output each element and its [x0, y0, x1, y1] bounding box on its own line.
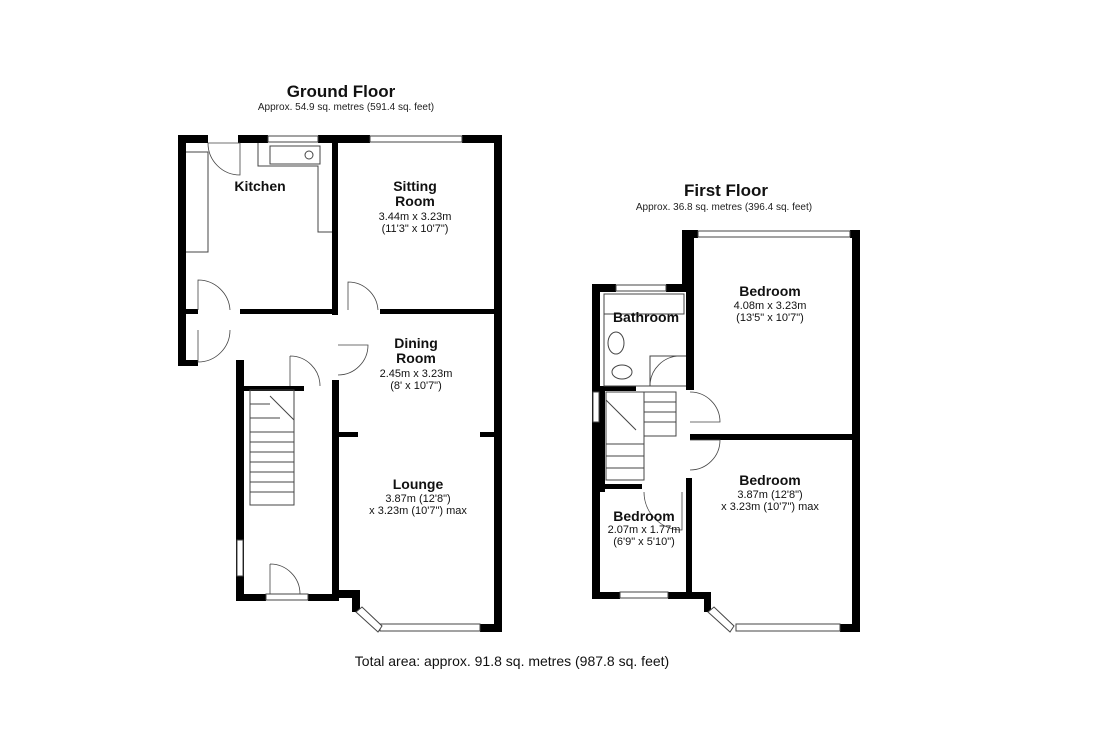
- wall: [592, 592, 620, 599]
- wall: [178, 360, 198, 366]
- lounge-dim-line2: x 3.23m (10'7") max: [369, 505, 467, 517]
- sitting-room-dim-metric: 3.44m x 3.23m: [379, 211, 452, 223]
- first-floor-area: Approx. 36.8 sq. metres (396.4 sq. feet): [636, 202, 812, 213]
- wall: [462, 135, 502, 143]
- bathroom-label: Bathroom: [613, 309, 679, 325]
- ground-floor-area: Approx. 54.9 sq. metres (591.4 sq. feet): [258, 102, 434, 113]
- first-floor-title: First Floor: [684, 181, 768, 200]
- window: [236, 539, 244, 577]
- bath-icon: [603, 293, 685, 315]
- wall: [240, 309, 338, 314]
- dining-room-dim-imperial: (8' x 10'7"): [390, 380, 442, 392]
- door-icon: [347, 281, 379, 311]
- wall: [852, 230, 860, 632]
- door-icon: [197, 279, 231, 311]
- door-icon: [689, 439, 721, 471]
- sink-icon: [269, 145, 321, 165]
- window: [355, 606, 383, 633]
- window: [615, 284, 667, 292]
- bathroom-partition: [603, 314, 686, 387]
- wall: [600, 386, 605, 492]
- window: [369, 135, 463, 143]
- first-floor-plan: [592, 230, 860, 633]
- door-icon: [689, 391, 721, 423]
- ground-floor-title: Ground Floor: [287, 82, 396, 101]
- total-area-caption: Total area: approx. 91.8 sq. metres (987…: [355, 653, 669, 669]
- wall: [480, 624, 502, 632]
- wall: [592, 284, 616, 292]
- bedroom-rear-dim-line2: x 3.23m (10'7") max: [721, 501, 819, 513]
- wall: [332, 380, 339, 601]
- wall: [592, 284, 600, 598]
- window: [735, 623, 841, 632]
- wall: [494, 135, 502, 632]
- window: [267, 135, 319, 143]
- bedroom-front-dim-metric: 4.08m x 3.23m: [734, 300, 807, 312]
- door-icon: [643, 491, 683, 531]
- lounge-label: Lounge: [393, 476, 444, 492]
- wall: [186, 309, 198, 314]
- dining-room-dim-metric: 2.45m x 3.23m: [380, 368, 453, 380]
- wall: [600, 386, 636, 391]
- sitting-room-label-line2: Room: [395, 193, 435, 209]
- kitchen-label: Kitchen: [234, 178, 285, 194]
- wall: [332, 590, 360, 598]
- wall: [238, 135, 268, 143]
- wall: [666, 284, 690, 292]
- wall: [332, 135, 338, 315]
- window: [697, 230, 851, 238]
- bedroom-small-label: Bedroom: [613, 508, 674, 524]
- wall: [690, 434, 860, 440]
- worktop: [257, 143, 332, 233]
- window: [707, 606, 735, 633]
- window: [619, 591, 669, 599]
- sink-bowl-icon: [304, 150, 314, 160]
- door-icon: [649, 355, 681, 387]
- bedroom-small-dim-imperial: (6'9" x 5'10"): [613, 536, 675, 548]
- sitting-room-label-line1: Sitting: [393, 178, 437, 194]
- lounge-dim-line1: 3.87m (12'8"): [385, 493, 450, 505]
- door-icon: [207, 142, 241, 176]
- door-icon: [269, 563, 301, 595]
- bedroom-small-dim-metric: 2.07m x 1.77m: [608, 524, 681, 536]
- bedroom-front-dim-imperial: (13'5" x 10'7"): [736, 312, 804, 324]
- bedroom-rear-dim-line1: 3.87m (12'8"): [737, 489, 802, 501]
- wall: [704, 592, 711, 612]
- door-icon: [289, 355, 321, 387]
- wall: [840, 624, 860, 632]
- basin-icon: [607, 331, 625, 355]
- wall: [318, 135, 370, 143]
- wall: [480, 432, 496, 437]
- dining-room-label-line1: Dining: [394, 335, 438, 351]
- wall: [178, 135, 208, 143]
- staircase-icon: [249, 389, 295, 506]
- wall: [686, 230, 694, 390]
- door-icon: [337, 344, 369, 376]
- wall: [338, 432, 358, 437]
- door-icon: [197, 329, 231, 363]
- staircase-icon: [605, 391, 677, 481]
- wall: [236, 594, 266, 601]
- wall: [178, 135, 186, 366]
- wall: [380, 309, 502, 314]
- window: [592, 391, 600, 423]
- wall: [686, 478, 692, 596]
- worktop: [186, 151, 209, 253]
- sitting-room-dim-imperial: (11'3" x 10'7"): [382, 223, 449, 235]
- dining-room-label-line2: Room: [396, 350, 436, 366]
- window: [265, 593, 309, 601]
- wall: [236, 360, 244, 600]
- bedroom-rear-label: Bedroom: [739, 472, 800, 488]
- wall: [600, 484, 642, 489]
- toilet-icon: [611, 364, 633, 380]
- wall: [308, 594, 338, 601]
- bedroom-front-label: Bedroom: [739, 283, 800, 299]
- window: [379, 623, 481, 632]
- wall: [244, 386, 304, 391]
- ground-floor-plan: [178, 135, 502, 633]
- wall: [352, 590, 360, 612]
